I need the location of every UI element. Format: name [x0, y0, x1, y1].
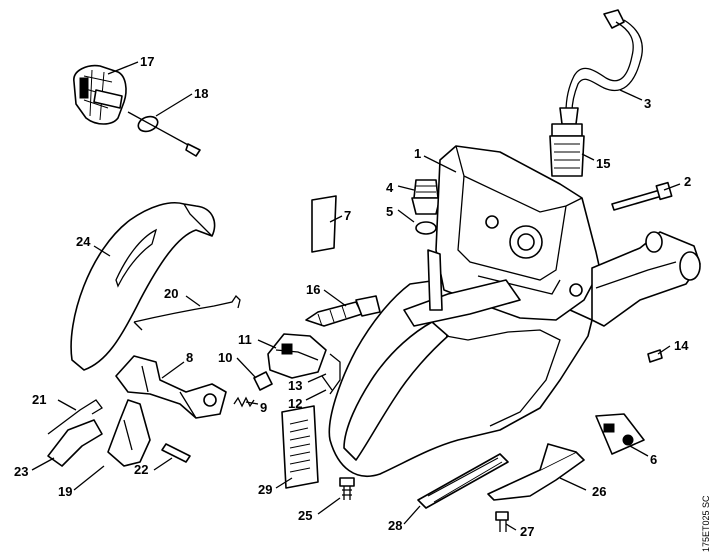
part-18-drawing [127, 111, 201, 157]
leader-17 [107, 61, 139, 75]
part-11-drawing [267, 333, 327, 379]
callout-13: 13 [288, 378, 302, 393]
leader-21 [57, 399, 77, 411]
leader-8 [161, 361, 185, 379]
leader-3 [619, 89, 643, 101]
leader-12 [305, 389, 327, 401]
leader-7 [329, 215, 343, 223]
leader-6 [629, 445, 649, 457]
part-16-drawing [305, 295, 381, 327]
callout-15: 15 [596, 156, 610, 171]
part-24-drawing [70, 202, 216, 371]
part-25-drawing [339, 477, 355, 500]
drawing-reference: 175ET025 SC [701, 495, 711, 552]
leader-20 [185, 295, 201, 307]
callout-2: 2 [684, 174, 691, 189]
callout-27: 27 [520, 524, 534, 539]
part-29-drawing [281, 405, 319, 489]
callout-7: 7 [344, 208, 351, 223]
part-4-5-drawing [411, 179, 441, 235]
leader-26 [559, 477, 587, 491]
leader-9 [245, 401, 259, 405]
callout-labels: 1 2 3 4 5 6 7 8 9 10 11 12 13 14 15 16 1… [14, 54, 691, 539]
callout-11: 11 [238, 332, 252, 347]
callout-28: 28 [388, 518, 402, 533]
part-27-drawing [495, 511, 509, 532]
part-9-drawing [233, 396, 255, 408]
callout-14: 14 [674, 338, 689, 353]
callout-23: 23 [14, 464, 28, 479]
leader-15 [581, 153, 595, 161]
leader-19 [73, 465, 105, 491]
part-3-drawing [559, 9, 643, 125]
part-15-drawing [549, 123, 585, 177]
callout-5: 5 [386, 204, 393, 219]
leader-28 [403, 505, 421, 525]
part-21-drawing [47, 399, 103, 435]
callout-3: 3 [644, 96, 651, 111]
part-7-drawing [311, 195, 337, 253]
callout-18: 18 [194, 86, 208, 101]
callout-9: 9 [260, 400, 267, 415]
leader-1 [423, 155, 457, 173]
part-23-drawing [47, 419, 103, 467]
part-17-drawing [73, 64, 127, 125]
callout-10: 10 [218, 350, 232, 365]
leader-11 [257, 339, 277, 349]
leader-16 [323, 289, 347, 307]
part-22-drawing [161, 443, 191, 463]
callout-26: 26 [592, 484, 606, 499]
callout-1: 1 [414, 146, 421, 161]
leader-14 [657, 345, 671, 355]
callout-19: 19 [58, 484, 72, 499]
callout-8: 8 [186, 350, 193, 365]
part-28-drawing [417, 453, 509, 509]
part-26-drawing [487, 443, 585, 501]
leader-10 [236, 357, 257, 379]
part-20-drawing [133, 294, 241, 331]
callout-12: 12 [288, 396, 302, 411]
part-6-drawing [595, 413, 645, 455]
leader-25 [317, 497, 341, 515]
leader-5 [397, 209, 415, 223]
part-8-drawing [115, 355, 227, 419]
leader-lines [31, 61, 681, 531]
leader-23 [31, 457, 55, 471]
leader-27 [505, 523, 517, 531]
part-19-drawing [107, 399, 151, 467]
leader-22 [153, 457, 173, 471]
part-2-drawing [611, 181, 673, 211]
leader-13 [307, 373, 327, 383]
leader-2 [663, 183, 681, 191]
callout-22: 22 [134, 462, 148, 477]
callout-21: 21 [32, 392, 46, 407]
leader-18 [155, 93, 193, 117]
part-1-drawing [328, 145, 701, 477]
leader-29 [275, 477, 293, 489]
callout-6: 6 [650, 452, 657, 467]
callout-16: 16 [306, 282, 320, 297]
part-10-drawing [253, 371, 273, 391]
callout-29: 29 [258, 482, 272, 497]
callout-25: 25 [298, 508, 312, 523]
callout-24: 24 [76, 234, 91, 249]
part-13-drawing [321, 353, 341, 395]
leader-24 [93, 245, 111, 257]
part-14-drawing [647, 349, 663, 363]
callout-4: 4 [386, 180, 394, 195]
leader-4 [397, 185, 415, 191]
callout-17: 17 [140, 54, 154, 69]
callout-20: 20 [164, 286, 178, 301]
